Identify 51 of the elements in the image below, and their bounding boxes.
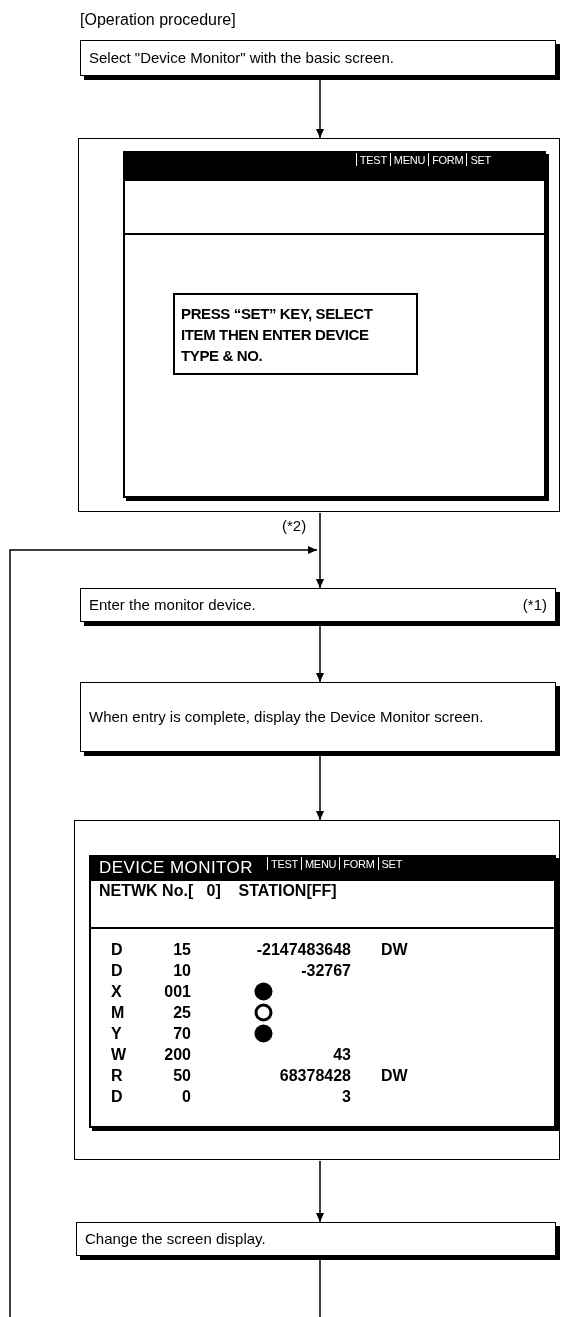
- screen-title: DEVICE MONITOR: [99, 857, 253, 879]
- menu-item: TEST: [266, 857, 301, 870]
- table-cell-text: 50: [172, 1066, 191, 1086]
- table-cell-text: R: [111, 1066, 123, 1086]
- menu-item: TEST: [355, 153, 390, 166]
- menu-item: FORM: [428, 153, 467, 166]
- menu-item: MENU: [300, 857, 340, 870]
- table-cell-text: X: [111, 982, 122, 1002]
- step-text: Select "Device Monitor" with the basic screen.: [89, 48, 394, 68]
- table-cell-text: D: [111, 1087, 123, 1107]
- menu-item: SET: [377, 857, 406, 870]
- screen-display: [89, 855, 556, 1128]
- step-text: Change the screen display.: [85, 1229, 266, 1249]
- table-cell-text: W: [111, 1045, 127, 1065]
- screen-status-line: NETWK No.[ 0] STATION[FF]: [99, 881, 337, 901]
- message-box: [173, 293, 418, 375]
- table-cell-text: 68378428: [278, 1066, 351, 1086]
- table-cell-text: -2147483648: [255, 940, 351, 960]
- title: [Operation procedure]: [80, 10, 236, 30]
- menu-item: FORM: [339, 857, 378, 870]
- menu-item: MENU: [389, 153, 429, 166]
- table-cell-text: 43: [332, 1045, 351, 1065]
- panel-frame: [74, 820, 560, 1160]
- table-cell-text: 001: [163, 982, 191, 1002]
- step-text: Enter the monitor device.: [89, 595, 256, 615]
- screen-display: [123, 151, 546, 498]
- arrow: [316, 1160, 324, 1223]
- menu-item: SET: [466, 153, 494, 166]
- table-cell-text: 25: [172, 1003, 191, 1023]
- table-cell-text: D: [111, 940, 123, 960]
- table-cell-text: 70: [172, 1024, 191, 1044]
- table-cell-text: 10: [172, 961, 191, 981]
- table-cell-text: M: [111, 1003, 125, 1023]
- table-cell-text: 0: [181, 1087, 191, 1107]
- panel-frame: [78, 138, 560, 512]
- table-cell-text: DW: [381, 940, 408, 960]
- table-cell-text: 200: [163, 1045, 191, 1065]
- arrow: [316, 79, 324, 139]
- note-mark: (*1): [522, 595, 547, 615]
- step-text: When entry is complete, display the Device Monitor screen.: [89, 707, 484, 727]
- arrow: [316, 512, 324, 589]
- arrow: [9, 546, 318, 1317]
- table-cell-text: -32767: [300, 961, 351, 981]
- table-cell-text: 15: [172, 940, 191, 960]
- message-text: PRESS “SET” KEY, SELECT ITEM THEN ENTER DEVICE TYPE & NO.: [181, 303, 374, 366]
- table-cell-text: 3: [341, 1087, 351, 1107]
- table-cell-text: Y: [111, 1024, 122, 1044]
- table-cell-text: D: [111, 961, 123, 981]
- table-cell-text: DW: [381, 1066, 408, 1086]
- arrow: [316, 755, 324, 821]
- arrow: [316, 625, 324, 683]
